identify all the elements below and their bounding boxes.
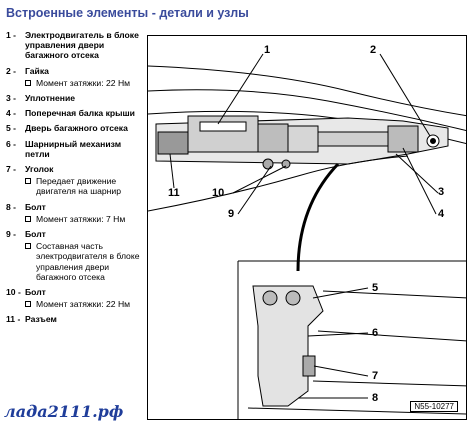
legend-entry: 4 - Поперечная балка крыши (6, 108, 146, 118)
technical-drawing: 1 2 3 4 5 6 7 8 9 10 11 N55-10277 (147, 35, 467, 420)
drawing-illustration (148, 53, 466, 419)
bullet-icon (25, 301, 31, 308)
legend-number: 1 - (6, 30, 17, 40)
bullet-icon (25, 243, 31, 250)
legend-entry: 11 - Разъем (6, 314, 146, 324)
callout-2: 2 (370, 44, 377, 56)
legend-number: 8 - (6, 201, 17, 212)
legend-number: 11 - (6, 314, 21, 325)
callout-3: 3 (438, 186, 445, 198)
site-watermark: лада2111.рф (4, 402, 124, 421)
legend-entry: 2 - Гайка Момент затяжки: 22 Нм (6, 66, 146, 88)
legend-label: Уплотнение (25, 93, 76, 104)
legend-entry: 9 - Болт Составная часть электродвигателя… (6, 229, 146, 282)
callout-6: 6 (372, 327, 379, 339)
legend-number: 2 - (6, 65, 17, 76)
legend-entry: 7 - Уголок Передает движение двигателя на… (6, 164, 146, 197)
bullet-icon (25, 79, 31, 86)
legend-number: 9 - (6, 229, 17, 240)
legend-label: Болт (25, 229, 46, 240)
legend-note: Момент затяжки: 7 Нм (36, 213, 126, 224)
legend-label: Электродвигатель в блоке управления двер… (25, 30, 139, 61)
legend-entry: 6 - Шарнирный механизм петли (6, 139, 146, 159)
page-title: Встроенные элементы - детали и узлы (6, 6, 249, 20)
callout-5: 5 (372, 282, 379, 294)
bullet-icon (25, 215, 31, 222)
legend-number: 6 - (6, 138, 17, 149)
legend-note: Момент затяжки: 22 Нм (36, 77, 131, 88)
legend-note: Момент затяжки: 22 Нм (36, 299, 131, 310)
legend-label: Гайка (25, 65, 49, 76)
legend-entry: 1 - Электродвигатель в блоке управления д… (6, 30, 146, 61)
legend-number: 5 - (6, 123, 17, 134)
legend-number: 10 - (6, 287, 21, 298)
legend-entry: 10 - Болт Момент затяжки: 22 Нм (6, 287, 146, 309)
parts-legend: 1 - Электродвигатель в блоке управления д… (6, 30, 146, 325)
legend-note: Передает движение двигателя на шарнир (36, 176, 121, 197)
callout-9: 9 (228, 208, 235, 220)
bullet-icon (25, 178, 31, 185)
legend-entry: 3 - Уплотнение (6, 93, 146, 103)
callout-10: 10 (212, 187, 225, 199)
legend-label: Болт (25, 287, 46, 298)
legend-label: Уголок (25, 164, 54, 175)
legend-label: Шарнирный механизм петли (25, 138, 122, 159)
legend-label: Болт (25, 201, 46, 212)
legend-note: Составная часть электродвигателя в блоке… (36, 241, 140, 282)
legend-entry: 5 - Дверь багажного отсека (6, 123, 146, 133)
callout-4: 4 (438, 208, 445, 220)
callout-1: 1 (264, 44, 271, 56)
legend-label: Дверь багажного отсека (25, 123, 128, 134)
callout-7: 7 (372, 370, 379, 382)
legend-number: 7 - (6, 164, 17, 175)
legend-number: 3 - (6, 93, 17, 104)
callout-8: 8 (372, 392, 379, 404)
legend-entry: 8 - Болт Момент затяжки: 7 Нм (6, 202, 146, 224)
legend-number: 4 - (6, 108, 17, 119)
legend-label: Поперечная балка крыши (25, 108, 135, 119)
legend-label: Разъем (25, 314, 57, 325)
figure-code: N55-10277 (410, 401, 458, 412)
callout-11: 11 (168, 187, 180, 199)
